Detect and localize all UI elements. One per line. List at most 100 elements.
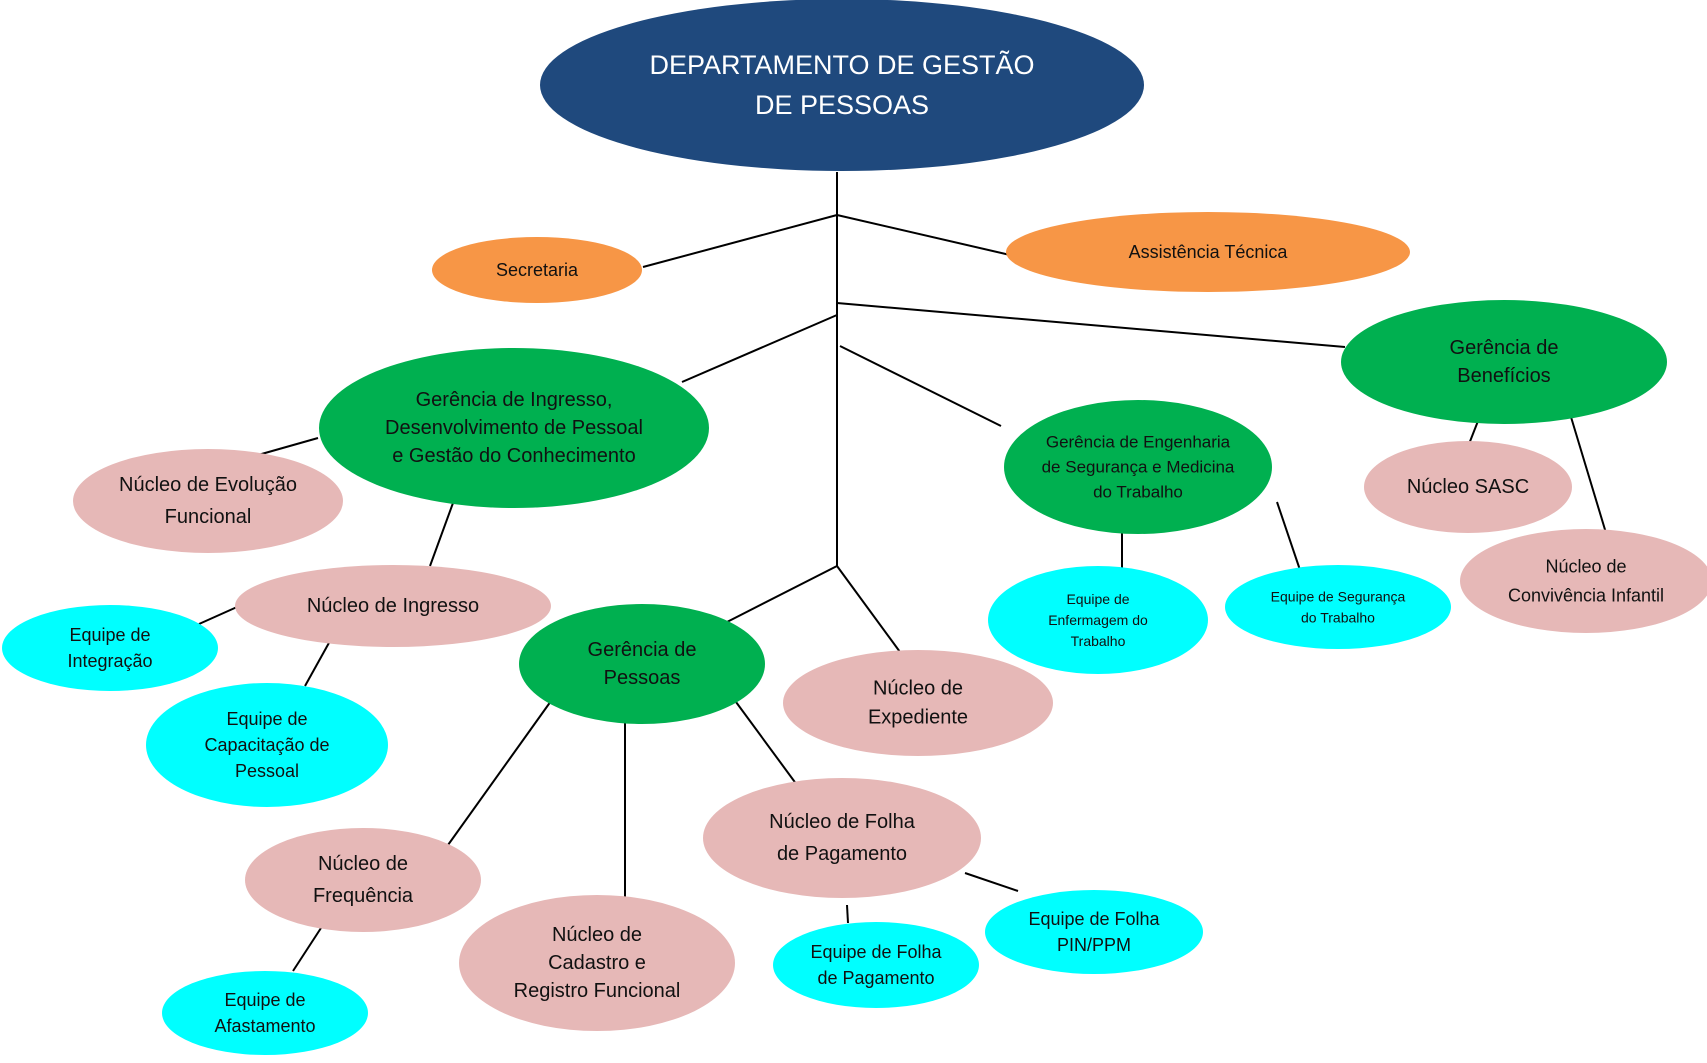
equipe-afastamento-ellipse xyxy=(162,971,368,1055)
gerencia-engenharia-ellipse xyxy=(1004,400,1272,534)
equipe-afastamento-node: Equipe de Afastamento xyxy=(162,971,368,1055)
department-ellipse xyxy=(540,0,1144,171)
connector-line-8 xyxy=(836,565,901,653)
gerencia-pessoas-label-line: Pessoas xyxy=(604,667,681,689)
secretaria-label-line: Secretaria xyxy=(496,260,579,280)
connector-line-21 xyxy=(846,904,849,924)
assistencia-tecnica-node: Assistência Técnica xyxy=(1006,212,1410,292)
equipe-capacitacao-label-line: Capacitação de xyxy=(204,735,329,755)
connector-line-19 xyxy=(447,700,552,846)
nucleo-cadastro-label-line: Cadastro e xyxy=(548,952,646,974)
gerencia-engenharia-label-line: de Segurança e Medicina xyxy=(1042,458,1235,477)
nucleo-evolucao-label-line: Núcleo de Evolução xyxy=(119,474,297,496)
equipe-integracao-label-line: Integração xyxy=(67,651,152,671)
equipe-folha-pagamento-ellipse xyxy=(773,922,979,1008)
nucleo-cadastro-label-line: Núcleo de xyxy=(552,924,642,946)
equipe-enfermagem-label-line: Equipe de xyxy=(1066,591,1129,607)
connector-line-11 xyxy=(198,606,238,625)
connector-line-3 xyxy=(836,214,1011,256)
secretaria-ellipse xyxy=(432,237,642,303)
nucleo-cadastro-node: Núcleo de Cadastro e Registro Funcional xyxy=(459,895,735,1031)
nucleo-ingresso-node: Núcleo de Ingresso xyxy=(235,565,551,647)
connector-lines xyxy=(198,172,1607,972)
equipe-seguranca-ellipse xyxy=(1225,565,1451,649)
equipe-folha-pagamento-label-line: Equipe de Folha xyxy=(810,942,942,962)
connector-line-12 xyxy=(304,640,331,687)
gerencia-beneficios-ellipse xyxy=(1341,300,1667,424)
gerencia-engenharia-node: Gerência de Engenharia de Segurança e Med… xyxy=(1004,400,1272,534)
nucleo-folha-pagamento-label-line: de Pagamento xyxy=(777,843,907,865)
nucleo-expediente-label-line: Núcleo de xyxy=(873,678,963,700)
connector-line-10 xyxy=(429,502,454,567)
nucleo-ingresso-ellipse xyxy=(235,565,551,647)
equipe-integracao-node: Equipe de Integração xyxy=(2,605,218,691)
connector-line-22 xyxy=(292,927,322,972)
equipe-afastamento-label-line: Afastamento xyxy=(214,1016,315,1036)
connector-line-20 xyxy=(964,872,1019,892)
gerencia-beneficios-label-line: Benefícios xyxy=(1457,365,1550,387)
equipe-folha-pagamento-node: Equipe de Folha de Pagamento xyxy=(773,922,979,1008)
nucleo-sasc-node: Núcleo SASC xyxy=(1364,441,1572,533)
connector-line-6 xyxy=(839,345,1002,427)
equipe-seguranca-label-line: do Trabalho xyxy=(1301,610,1375,626)
nucleo-evolucao-ellipse xyxy=(73,449,343,553)
equipe-enfermagem-label-line: Enfermagem do xyxy=(1048,612,1148,628)
nucleo-cadastro-label-line: Registro Funcional xyxy=(514,980,681,1002)
equipe-enfermagem-label-line: Trabalho xyxy=(1071,633,1126,649)
connector-line-17 xyxy=(735,701,798,786)
connector-line-14 xyxy=(1570,416,1607,534)
gerencia-pessoas-node: Gerência de Pessoas xyxy=(519,604,765,724)
equipe-folha-pagamento-label-line: de Pagamento xyxy=(817,968,934,988)
gerencia-ingresso-label-line: e Gestão do Conhecimento xyxy=(392,445,636,467)
nucleo-convivencia-label-line: Núcleo de xyxy=(1545,557,1626,577)
department-label-line: DE PESSOAS xyxy=(755,90,929,120)
nucleo-folha-pagamento-ellipse xyxy=(703,778,981,898)
nucleo-frequencia-label-line: Frequência xyxy=(313,885,414,907)
nucleo-sasc-label-line: Núcleo SASC xyxy=(1407,476,1529,498)
assistencia-tecnica-ellipse xyxy=(1006,212,1410,292)
gerencia-engenharia-label-line: do Trabalho xyxy=(1093,483,1183,502)
nucleo-cadastro-ellipse xyxy=(459,895,735,1031)
gerencia-ingresso-label-line: Gerência de Ingresso, xyxy=(416,389,613,411)
nucleo-frequencia-label-line: Núcleo de xyxy=(318,853,408,875)
nucleo-expediente-label-line: Expediente xyxy=(868,707,968,729)
equipe-integracao-label-line: Equipe de xyxy=(69,625,150,645)
equipe-folha-pin-ppm-label-line: PIN/PPM xyxy=(1057,935,1131,955)
gerencia-pessoas-ellipse xyxy=(519,604,765,724)
secretaria-node: Secretaria xyxy=(432,237,642,303)
assistencia-tecnica-label-line: Assistência Técnica xyxy=(1129,242,1289,262)
nucleo-frequencia-node: Núcleo de Frequência xyxy=(245,828,481,932)
gerencia-ingresso-ellipse xyxy=(319,348,709,508)
nucleo-folha-pagamento-label-line: Núcleo de Folha xyxy=(769,811,916,833)
gerencia-ingresso-label-line: Desenvolvimento de Pessoal xyxy=(385,417,643,439)
connector-line-16 xyxy=(1276,501,1301,571)
equipe-folha-pin-ppm-ellipse xyxy=(985,890,1203,974)
nucleo-expediente-ellipse xyxy=(783,650,1053,756)
equipe-enfermagem-ellipse xyxy=(988,566,1208,674)
connector-line-9 xyxy=(257,437,319,456)
connector-line-2 xyxy=(642,214,838,268)
equipe-enfermagem-node: Equipe de Enfermagem do Trabalho xyxy=(988,566,1208,674)
nucleo-sasc-ellipse xyxy=(1364,441,1572,533)
nucleo-convivencia-ellipse xyxy=(1460,529,1707,633)
nucleo-ingresso-label-line: Núcleo de Ingresso xyxy=(307,595,479,617)
department-label-line: DEPARTAMENTO DE GESTÃO xyxy=(649,49,1034,80)
department-node: DEPARTAMENTO DE GESTÃO DE PESSOAS xyxy=(540,0,1144,171)
gerencia-ingresso-node: Gerência de Ingresso, Desenvolvimento de … xyxy=(319,348,709,508)
nucleo-frequencia-ellipse xyxy=(245,828,481,932)
gerencia-beneficios-label-line: Gerência de xyxy=(1450,337,1559,359)
nucleo-expediente-node: Núcleo de Expediente xyxy=(783,650,1053,756)
equipe-folha-pin-ppm-label-line: Equipe de Folha xyxy=(1028,909,1160,929)
equipe-integracao-ellipse xyxy=(2,605,218,691)
gerencia-engenharia-label-line: Gerência de Engenharia xyxy=(1046,433,1231,452)
connector-line-13 xyxy=(1468,420,1479,445)
connector-line-4 xyxy=(836,302,1346,348)
gerencia-pessoas-label-line: Gerência de xyxy=(588,639,697,661)
equipe-afastamento-label-line: Equipe de xyxy=(224,990,305,1010)
